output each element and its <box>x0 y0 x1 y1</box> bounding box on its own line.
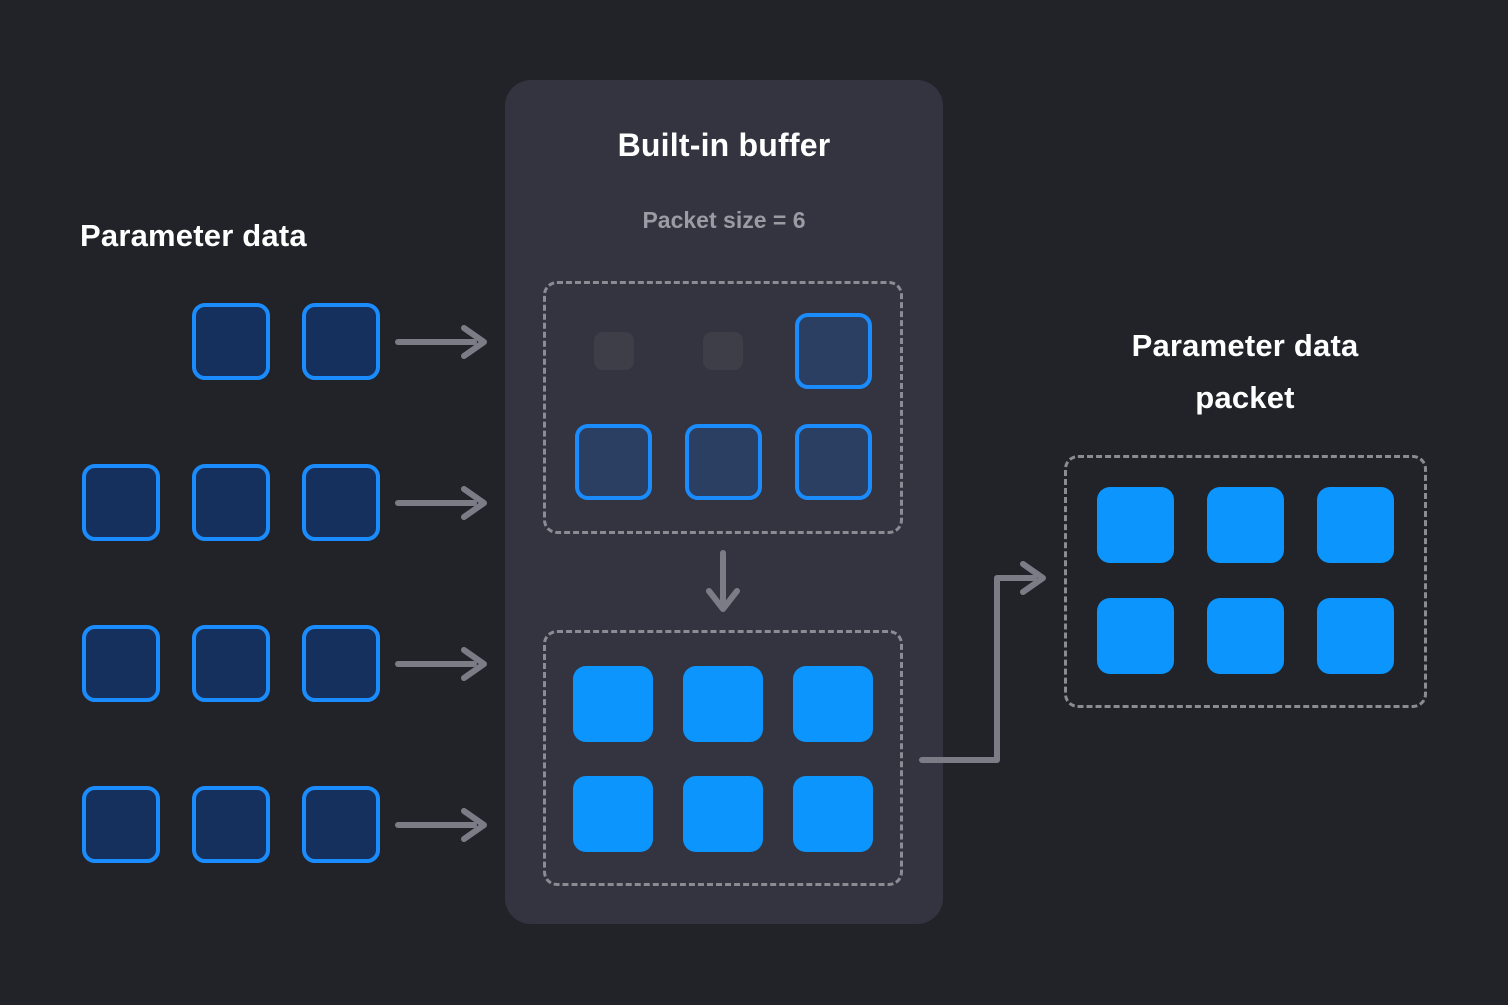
parameter-data-cell <box>192 303 270 380</box>
parameter-data-cell <box>82 625 160 702</box>
buffer-empty-slot <box>594 332 634 370</box>
parameter-data-cell <box>302 303 380 380</box>
buffer-queued-cell <box>575 424 652 500</box>
arrow-down-icon <box>706 550 740 612</box>
parameter-data-cell <box>192 786 270 863</box>
buffer-slots-container <box>543 281 903 534</box>
parameter-data-packet-title: Parameter data packet <box>1131 328 1359 415</box>
parameter-data-title: Parameter data <box>80 218 307 253</box>
buffer-empty-slot <box>703 332 743 370</box>
buffer-packet-cell <box>683 776 763 852</box>
arrow-right-icon <box>395 325 487 359</box>
packet-cell <box>1097 487 1174 563</box>
buffer-packet-cell <box>573 776 653 852</box>
arrow-right-icon <box>395 486 487 520</box>
buffer-packet-cell <box>793 776 873 852</box>
arrow-right-icon <box>395 647 487 681</box>
parameter-data-cell <box>192 625 270 702</box>
packet-cell <box>1207 487 1284 563</box>
parameter-data-cell <box>302 625 380 702</box>
packet-cell <box>1207 598 1284 674</box>
parameter-data-cell <box>302 464 380 541</box>
parameter-data-cell <box>82 786 160 863</box>
parameter-data-cell <box>82 464 160 541</box>
buffer-queued-cell <box>685 424 762 500</box>
elbow-arrow-right-icon <box>919 561 1046 763</box>
parameter-data-cell <box>302 786 380 863</box>
buffer-packet-cell <box>793 666 873 742</box>
arrow-right-icon <box>395 808 487 842</box>
packet-cell <box>1317 598 1394 674</box>
buffer-packet-cell <box>573 666 653 742</box>
buffer-queued-cell <box>795 424 872 500</box>
buffer-packet-cell <box>683 666 763 742</box>
parameter-data-cell <box>192 464 270 541</box>
parameter-data-packet-container <box>1064 455 1427 708</box>
packet-cell <box>1317 487 1394 563</box>
buffer-queued-cell <box>795 313 872 389</box>
packet-cell <box>1097 598 1174 674</box>
built-in-buffer-title: Built-in buffer <box>617 127 831 163</box>
packet-size-label: Packet size = 6 <box>642 207 806 233</box>
buffer-assembled-packet-container <box>543 630 903 886</box>
